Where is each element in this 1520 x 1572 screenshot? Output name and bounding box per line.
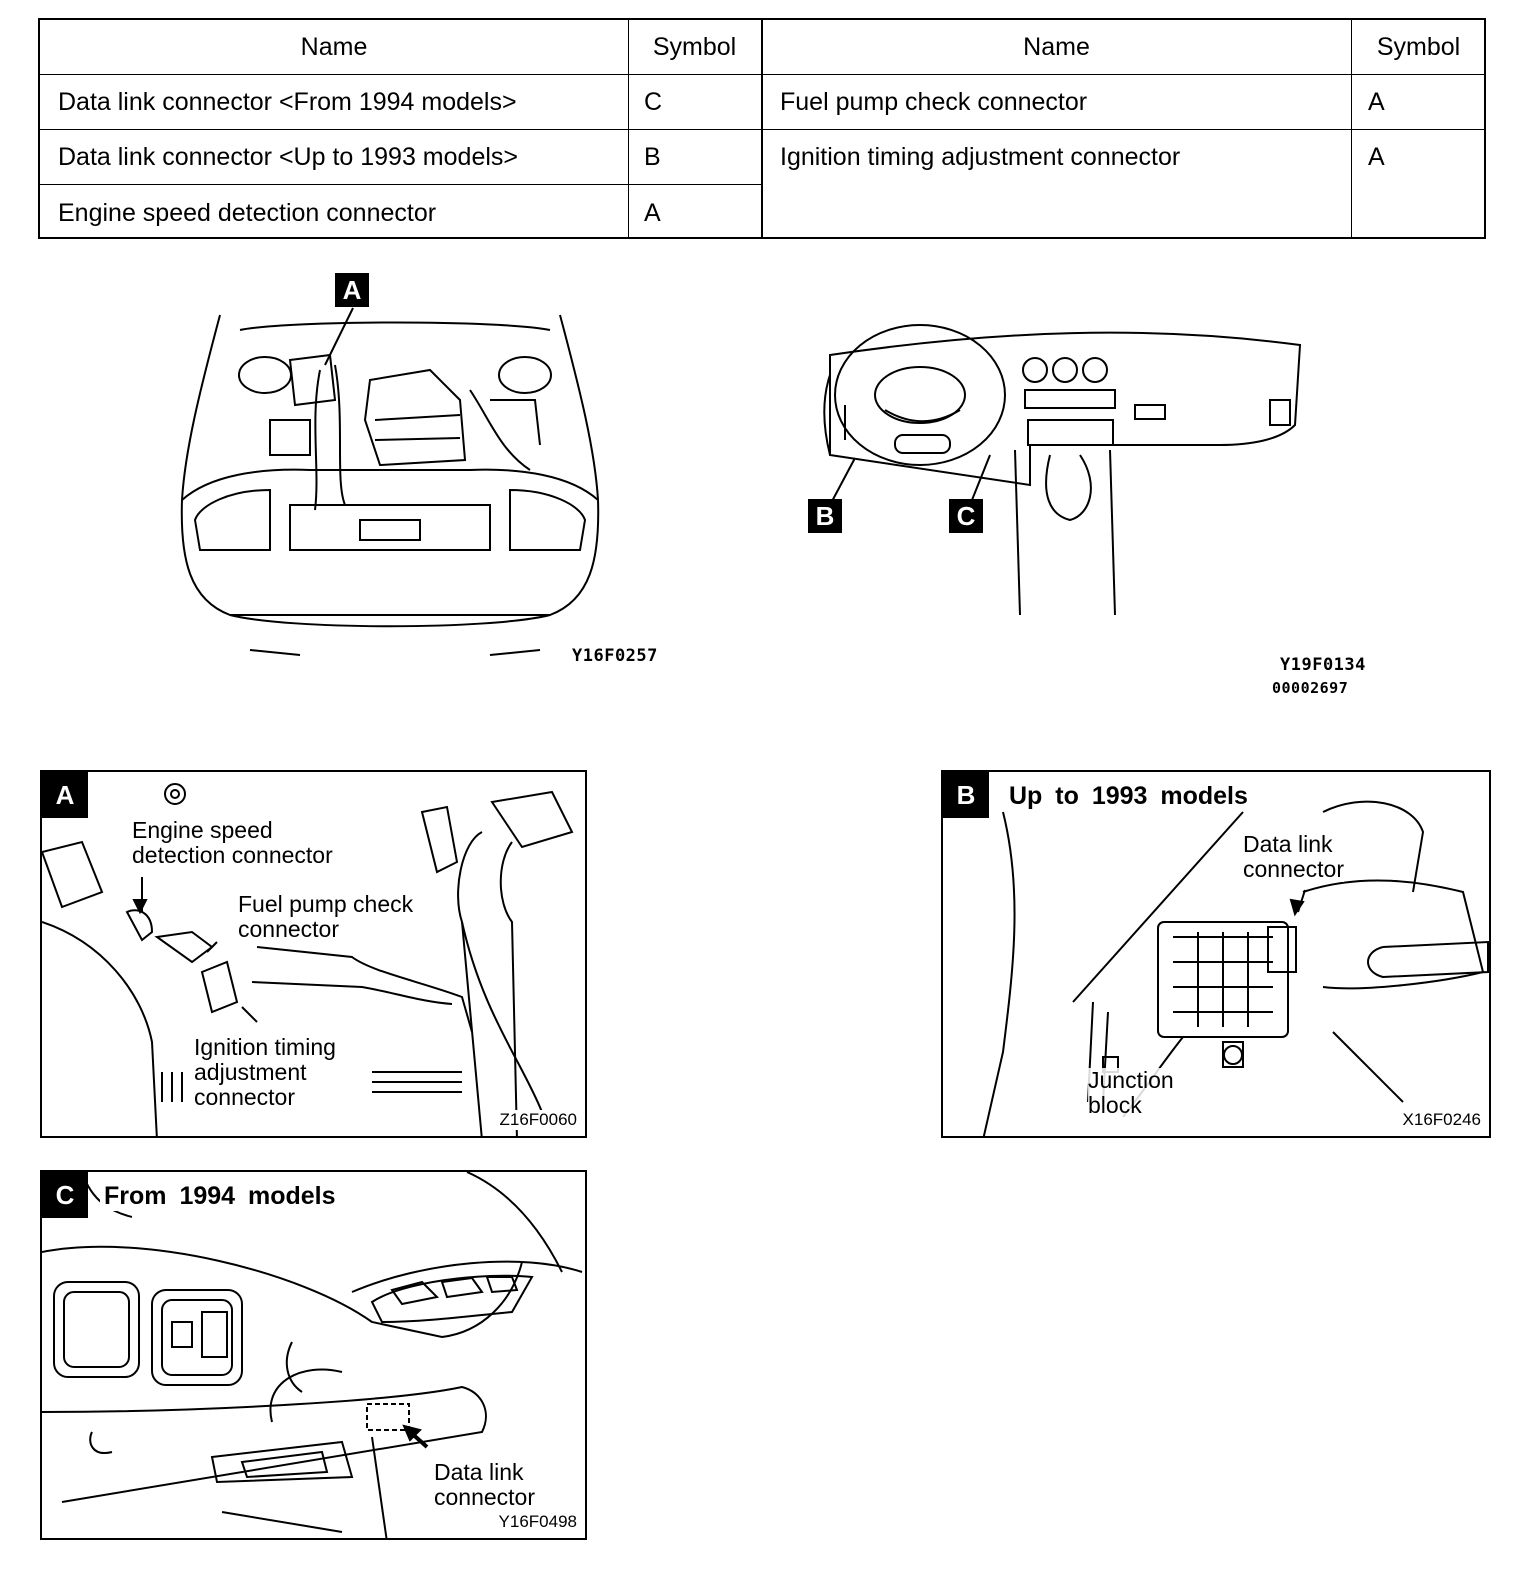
label-ignition-timing-connector: Ignition timing adjustment connector (194, 1034, 336, 1110)
table-cell-name: Data link connector <Up to 1993 models> (58, 143, 518, 171)
callout-b: B (808, 499, 842, 533)
table-header-symbol: Symbol (1376, 33, 1461, 61)
detail-panel-a: A Engine speed detection connector Fuel … (40, 770, 587, 1138)
table-cell-symbol: A (1368, 88, 1385, 116)
table-divider (1351, 20, 1352, 237)
panel-letter: A (42, 772, 88, 818)
table-divider (40, 74, 1484, 75)
label-engine-speed-connector: Engine speed detection connector (132, 817, 333, 868)
table-cell-name: Data link connector <From 1994 models> (58, 88, 517, 116)
panel-title: From 1994 models (100, 1182, 340, 1211)
panel-letter: B (943, 772, 989, 818)
engine-bay-drawing (180, 307, 600, 656)
table-cell-symbol: B (644, 143, 661, 171)
callout-a: A (335, 273, 369, 307)
table-divider (40, 184, 762, 185)
table-cell-name: Fuel pump check connector (780, 88, 1088, 116)
figure-id: Y16F0257 (572, 646, 658, 666)
detail-panel-b: B Up to 1993 models Data link connector … (941, 770, 1491, 1138)
table-cell-symbol: A (644, 199, 661, 227)
panel-c-drawing (42, 1172, 583, 1538)
connector-table: Name Symbol Name Symbol Data link connec… (38, 18, 1486, 239)
panel-letter: C (42, 1172, 88, 1218)
figure-id: X16F0246 (1400, 1110, 1483, 1130)
detail-panel-c: C From 1994 models Data link connector Y… (40, 1170, 587, 1540)
table-cell-symbol: A (1368, 143, 1385, 171)
table-divider (40, 129, 1484, 130)
panel-b-drawing (982, 800, 1489, 1136)
dashboard-illustration: B C Y19F0134 00002697 (800, 315, 1365, 700)
table-divider (628, 20, 629, 237)
label-data-link-connector: Data link connector (434, 1459, 536, 1510)
table-cell-name: Engine speed detection connector (58, 199, 437, 227)
figure-id-secondary: 00002697 (1272, 679, 1349, 697)
table-header-symbol: Symbol (652, 33, 737, 61)
figure-id: Y19F0134 (1280, 655, 1366, 675)
table-header-name: Name (1023, 33, 1090, 61)
label-fuel-pump-check-connector: Fuel pump check connector (238, 891, 414, 942)
dashboard-drawing (823, 324, 1302, 616)
figure-id: Y16F0498 (496, 1512, 579, 1532)
table-cell-name: Ignition timing adjustment connector (780, 143, 1181, 171)
callout-c: C (949, 499, 983, 533)
engine-bay-illustration: A Y16F0257 (170, 270, 657, 670)
label-junction-block: Junction block (1088, 1067, 1174, 1118)
table-header-name: Name (300, 33, 368, 61)
figure-id: Z16F0060 (497, 1110, 579, 1130)
label-data-link-connector: Data link connector (1243, 831, 1345, 882)
table-divider (761, 20, 763, 237)
panel-a-drawing (42, 783, 574, 1136)
table-cell-symbol: C (644, 88, 663, 116)
panel-title: Up to 1993 models (1005, 782, 1252, 811)
